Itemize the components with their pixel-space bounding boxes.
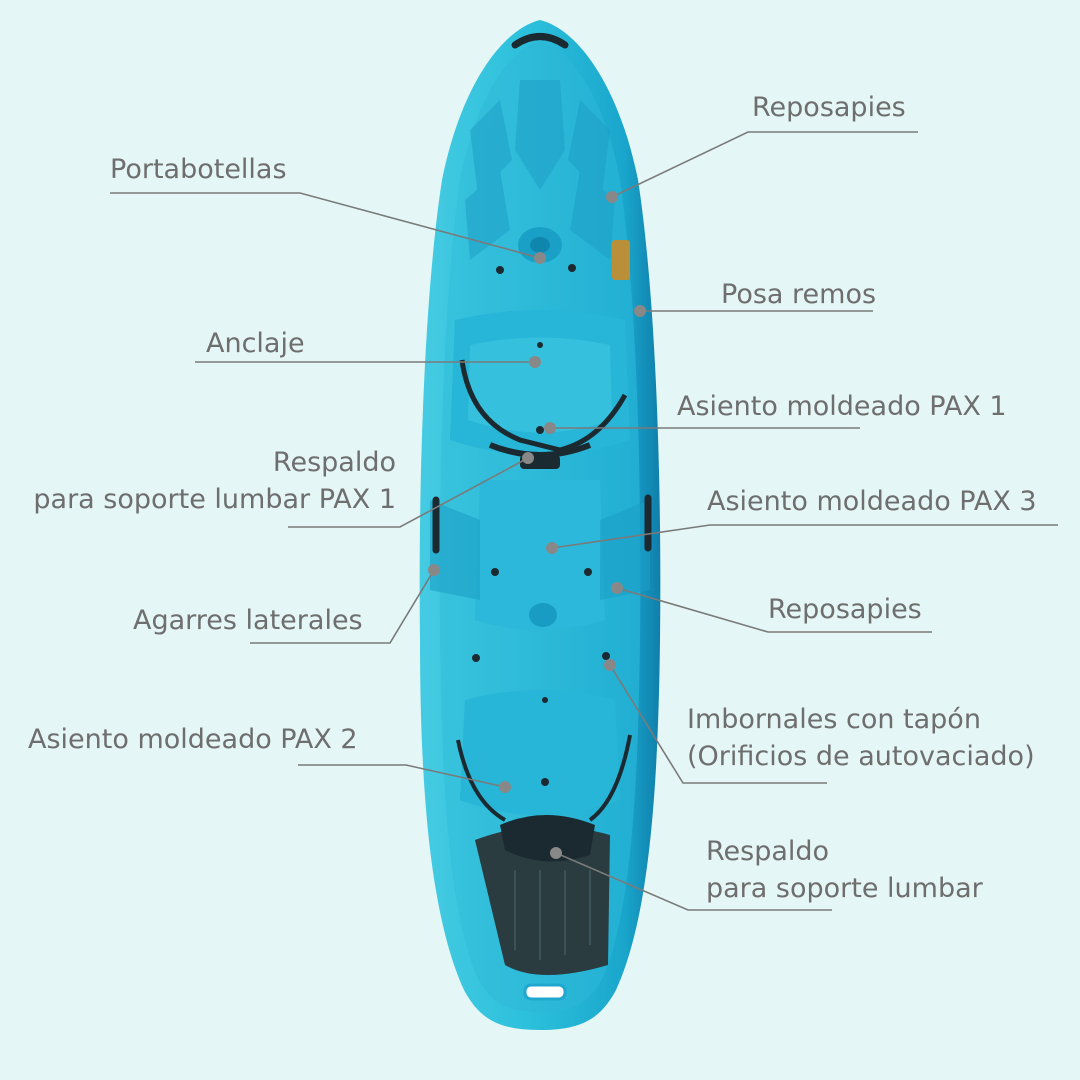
scupper-holes	[472, 264, 610, 786]
label-anclaje: Anclaje	[206, 328, 305, 359]
label-asiento-pax1: Asiento moldeado PAX 1	[677, 391, 1007, 422]
label-reposapies-top: Reposapies	[752, 92, 906, 123]
label-imbornales-line2: (Orificios de autovaciado)	[687, 741, 1035, 772]
leader-lines	[110, 131, 1058, 911]
rear-backrest	[475, 826, 610, 975]
seat-pax2	[460, 690, 620, 815]
label-imbornales-line1: Imbornales con tapón	[687, 704, 981, 735]
label-respaldo-pax1-line1: Respaldo	[272, 447, 396, 478]
label-asiento-pax3: Asiento moldeado PAX 3	[707, 486, 1037, 517]
label-respaldo-lumbar: Respaldo para soporte lumbar	[706, 833, 983, 907]
seat-pax3	[475, 480, 605, 630]
label-posa-remos: Posa remos	[721, 279, 877, 310]
label-portabotellas: Portabotellas	[110, 154, 287, 185]
label-respaldo-lumbar-line2: para soporte lumbar	[706, 873, 983, 904]
label-reposapies-mid: Reposapies	[768, 594, 922, 625]
label-agarres: Agarres laterales	[133, 605, 363, 636]
leader-dots	[428, 191, 646, 859]
bow-handle	[511, 33, 569, 49]
stern-handle	[523, 983, 567, 1001]
paddle-holder-pad	[612, 240, 630, 280]
label-respaldo-lumbar-line1: Respaldo	[706, 836, 830, 867]
label-respaldo-pax1-line2: para soporte lumbar PAX 1	[33, 484, 396, 515]
label-asiento-pax2: Asiento moldeado PAX 2	[28, 724, 358, 755]
label-imbornales: Imbornales con tapón (Orificios de autov…	[687, 701, 1035, 775]
label-respaldo-pax1: Respaldo para soporte lumbar PAX 1	[18, 444, 396, 518]
